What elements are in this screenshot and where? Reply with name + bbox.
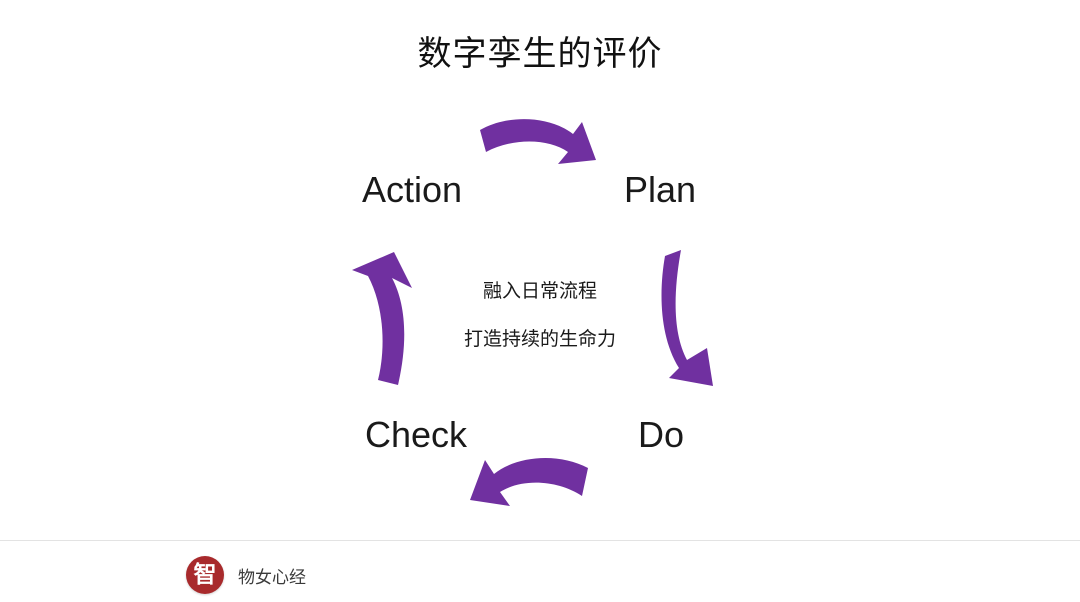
pdca-cycle-diagram: Action Plan Do Check 融入日常流程 打造持续的生命力 — [300, 100, 780, 520]
arrow-do-to-check-icon — [470, 457, 588, 506]
footer-branding: 智 物女心经 — [186, 556, 306, 594]
arrow-plan-to-do-icon — [661, 250, 713, 386]
cycle-node-action: Action — [362, 169, 463, 210]
cycle-node-check: Check — [365, 414, 468, 455]
brand-logo-icon: 智 — [186, 556, 224, 594]
cycle-center-caption: 融入日常流程 打造持续的生命力 — [390, 268, 690, 364]
arrow-action-to-plan-icon — [480, 119, 596, 164]
cycle-center-caption-line-2: 打造持续的生命力 — [463, 329, 616, 350]
cycle-node-do: Do — [638, 414, 685, 455]
brand-logo-glyph: 智 — [193, 560, 217, 588]
page-title: 数字孪生的评价 — [417, 35, 663, 73]
footer-divider — [0, 540, 1080, 541]
cycle-node-plan: Plan — [624, 169, 697, 210]
brand-name-label: 物女心经 — [238, 567, 306, 587]
arrow-check-to-action-icon — [352, 252, 412, 385]
cycle-center-caption-line-1: 融入日常流程 — [482, 281, 597, 302]
